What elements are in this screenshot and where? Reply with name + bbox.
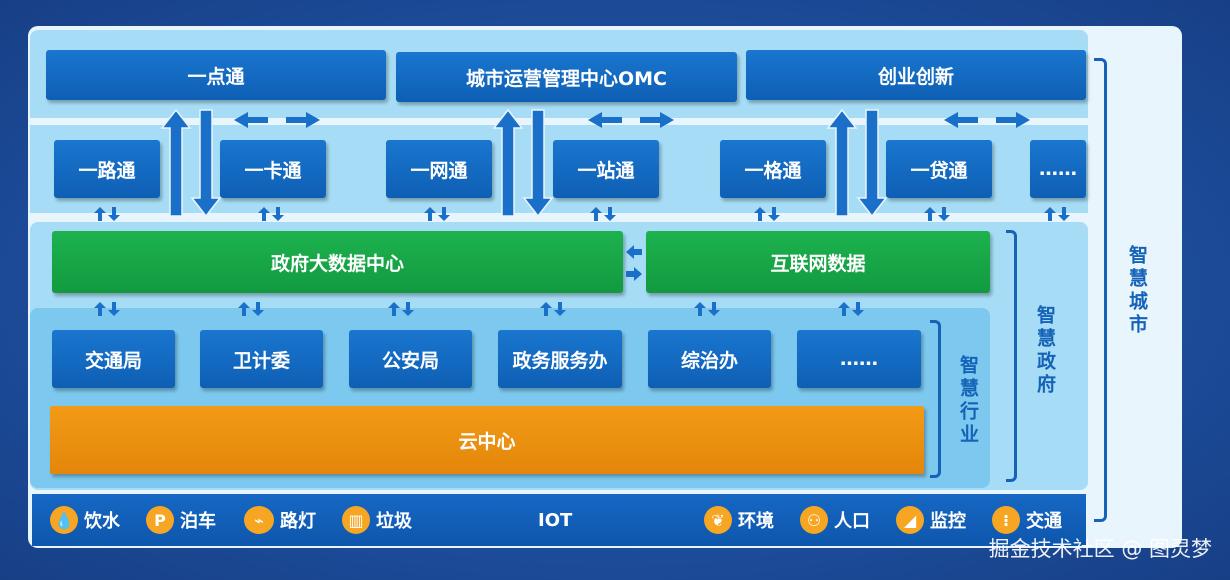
iot-item-monitor: ◢ 监控 [896, 494, 966, 546]
dept-label: 综治办 [680, 349, 738, 372]
top-box-innovation: 创业创新 [746, 50, 1086, 100]
top-box-label: 创业创新 [877, 65, 954, 88]
iot-label: 环境 [738, 511, 774, 532]
small-arrow-pair [694, 302, 720, 316]
small-arrow-pair [540, 302, 566, 316]
dept-box-gov-service: 政务服务办 [498, 330, 622, 388]
industry-bracket [930, 320, 941, 478]
dept-box-health: 卫计委 [200, 330, 323, 388]
top-box-omc: 城市运营管理中心OMC [396, 52, 737, 102]
iot-item-water: 💧 饮水 [50, 494, 120, 546]
internet-data-label: 互联网数据 [770, 252, 866, 275]
iot-label: 交通 [1026, 511, 1062, 532]
dept-label: 政务服务办 [512, 349, 608, 372]
horiz-arrow-pair-1 [234, 112, 320, 128]
service-label: 一贷通 [910, 159, 968, 182]
dept-box-police: 公安局 [349, 330, 472, 388]
service-label: 一卡通 [244, 159, 302, 182]
iot-item-parking: P 泊车 [146, 494, 216, 546]
gov-big-data-center: 政府大数据中心 [52, 231, 623, 293]
service-label: 一网通 [410, 159, 468, 182]
service-box-more: …… [1030, 140, 1086, 198]
service-box-yilutong: 一路通 [54, 140, 160, 198]
big-arrow-pair-1 [161, 109, 221, 217]
iot-bar: 💧 饮水 P 泊车 ⌁ 路灯 ▥ 垃圾 IOT ❦ 环境 ⚇ 人口 ◢ 监控 ⁝… [32, 494, 1086, 546]
cloud-center-label: 云中心 [458, 430, 516, 453]
small-arrow-pair [838, 302, 864, 316]
small-arrow-pair [258, 207, 284, 221]
dept-label: 公安局 [381, 349, 439, 372]
small-arrow-pair [94, 302, 120, 316]
iot-center-label: IOT [538, 494, 572, 546]
gov-big-data-label: 政府大数据中心 [270, 252, 404, 275]
people-icon: ⚇ [800, 506, 828, 534]
iot-item-population: ⚇ 人口 [800, 494, 870, 546]
left-arrow [626, 245, 642, 259]
service-box-yiwangtong: 一网通 [386, 140, 492, 198]
iot-label: 泊车 [180, 511, 216, 532]
top-box-label: 城市运营管理中心OMC [465, 67, 667, 90]
small-arrow-pair [94, 207, 120, 221]
iot-item-streetlamp: ⌁ 路灯 [244, 494, 316, 546]
parking-icon: P [146, 506, 174, 534]
service-box-yizhantong: 一站通 [553, 140, 659, 198]
dept-box-more: …… [797, 330, 921, 388]
camera-icon: ◢ [896, 506, 924, 534]
water-drop-icon: 💧 [50, 506, 78, 534]
leaf-icon: ❦ [704, 506, 732, 534]
right-arrow [626, 267, 642, 281]
dept-label: 卫计委 [232, 349, 290, 372]
city-label: 智慧城市 [1126, 245, 1148, 337]
iot-item-trash: ▥ 垃圾 [342, 494, 412, 546]
dept-box-traffic: 交通局 [52, 330, 175, 388]
service-label: 一路通 [78, 159, 136, 182]
small-arrow-pair [590, 207, 616, 221]
dept-label: 交通局 [84, 349, 142, 372]
small-arrow-pair [1044, 207, 1070, 221]
small-arrow-pair [238, 302, 264, 316]
iot-label: IOT [538, 509, 573, 531]
dept-box-comprehensive: 综治办 [648, 330, 771, 388]
horiz-arrow-pair-3 [944, 112, 1030, 128]
small-arrow-pair [924, 207, 950, 221]
iot-label: 监控 [930, 511, 966, 532]
service-box-yigetong: 一格通 [720, 140, 826, 198]
internet-data: 互联网数据 [646, 231, 990, 293]
horiz-arrow-pair-2 [588, 112, 674, 128]
government-bracket [1006, 230, 1017, 482]
iot-label: 饮水 [84, 511, 120, 532]
dept-label: …… [840, 348, 878, 370]
cloud-center: 云中心 [50, 406, 924, 474]
service-label: 一格通 [744, 159, 802, 182]
industry-label: 智慧行业 [957, 355, 979, 447]
top-box-label: 一点通 [187, 65, 245, 88]
top-box-yidiantong: 一点通 [46, 50, 386, 100]
iot-label: 垃圾 [376, 511, 412, 532]
service-box-yidaitong: 一贷通 [886, 140, 992, 198]
iot-item-traffic: ⁝ 交通 [992, 494, 1062, 546]
watermark: 掘金技术社区 @ 图灵梦 [988, 537, 1212, 561]
service-label: …… [1039, 158, 1077, 180]
iot-label: 路灯 [280, 511, 316, 532]
big-arrow-pair-3 [827, 109, 887, 217]
big-arrow-pair-2 [493, 109, 553, 217]
trash-bin-icon: ▥ [342, 506, 370, 534]
city-bracket [1094, 58, 1107, 522]
small-arrow-pair [754, 207, 780, 221]
government-label: 智慧政府 [1034, 305, 1056, 397]
service-box-yikatong: 一卡通 [220, 140, 326, 198]
street-lamp-icon: ⌁ [244, 506, 274, 534]
small-arrow-pair [388, 302, 414, 316]
iot-label: 人口 [834, 511, 870, 532]
iot-item-environment: ❦ 环境 [704, 494, 774, 546]
small-arrow-pair [424, 207, 450, 221]
traffic-light-icon: ⁝ [992, 506, 1020, 534]
service-label: 一站通 [577, 159, 635, 182]
